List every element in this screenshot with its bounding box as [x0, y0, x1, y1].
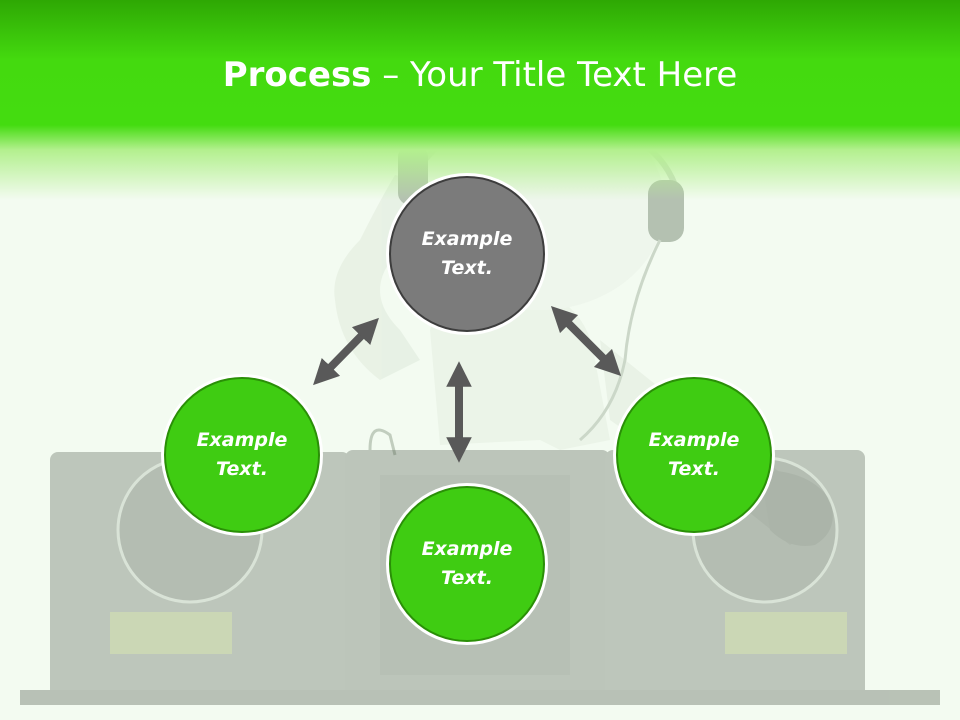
mixer-cable [368, 428, 397, 456]
mixer-front [20, 690, 940, 705]
process-node-bottom-label: Example Text. [421, 538, 513, 589]
vu-meter-left [110, 612, 232, 654]
process-node-top-label: Example Text. [421, 228, 513, 279]
process-node-right-label: Example Text. [648, 429, 740, 480]
figure-hand [760, 470, 833, 546]
slide-title: Process – Your Title Text Here [0, 52, 960, 98]
vu-meter-right [725, 612, 847, 654]
process-node-right: Example Text. [616, 377, 772, 533]
title-bold: Process [222, 55, 372, 95]
process-node-top: Example Text. [389, 176, 545, 332]
arrow-top-right [550, 305, 622, 377]
process-node-left-label: Example Text. [196, 429, 288, 480]
arrow-top-left [313, 317, 379, 386]
process-node-left: Example Text. [164, 377, 320, 533]
title-rest: – Your Title Text Here [371, 55, 738, 95]
header-band [0, 0, 960, 200]
headphone-cable [579, 239, 662, 442]
process-node-bottom: Example Text. [389, 486, 545, 642]
